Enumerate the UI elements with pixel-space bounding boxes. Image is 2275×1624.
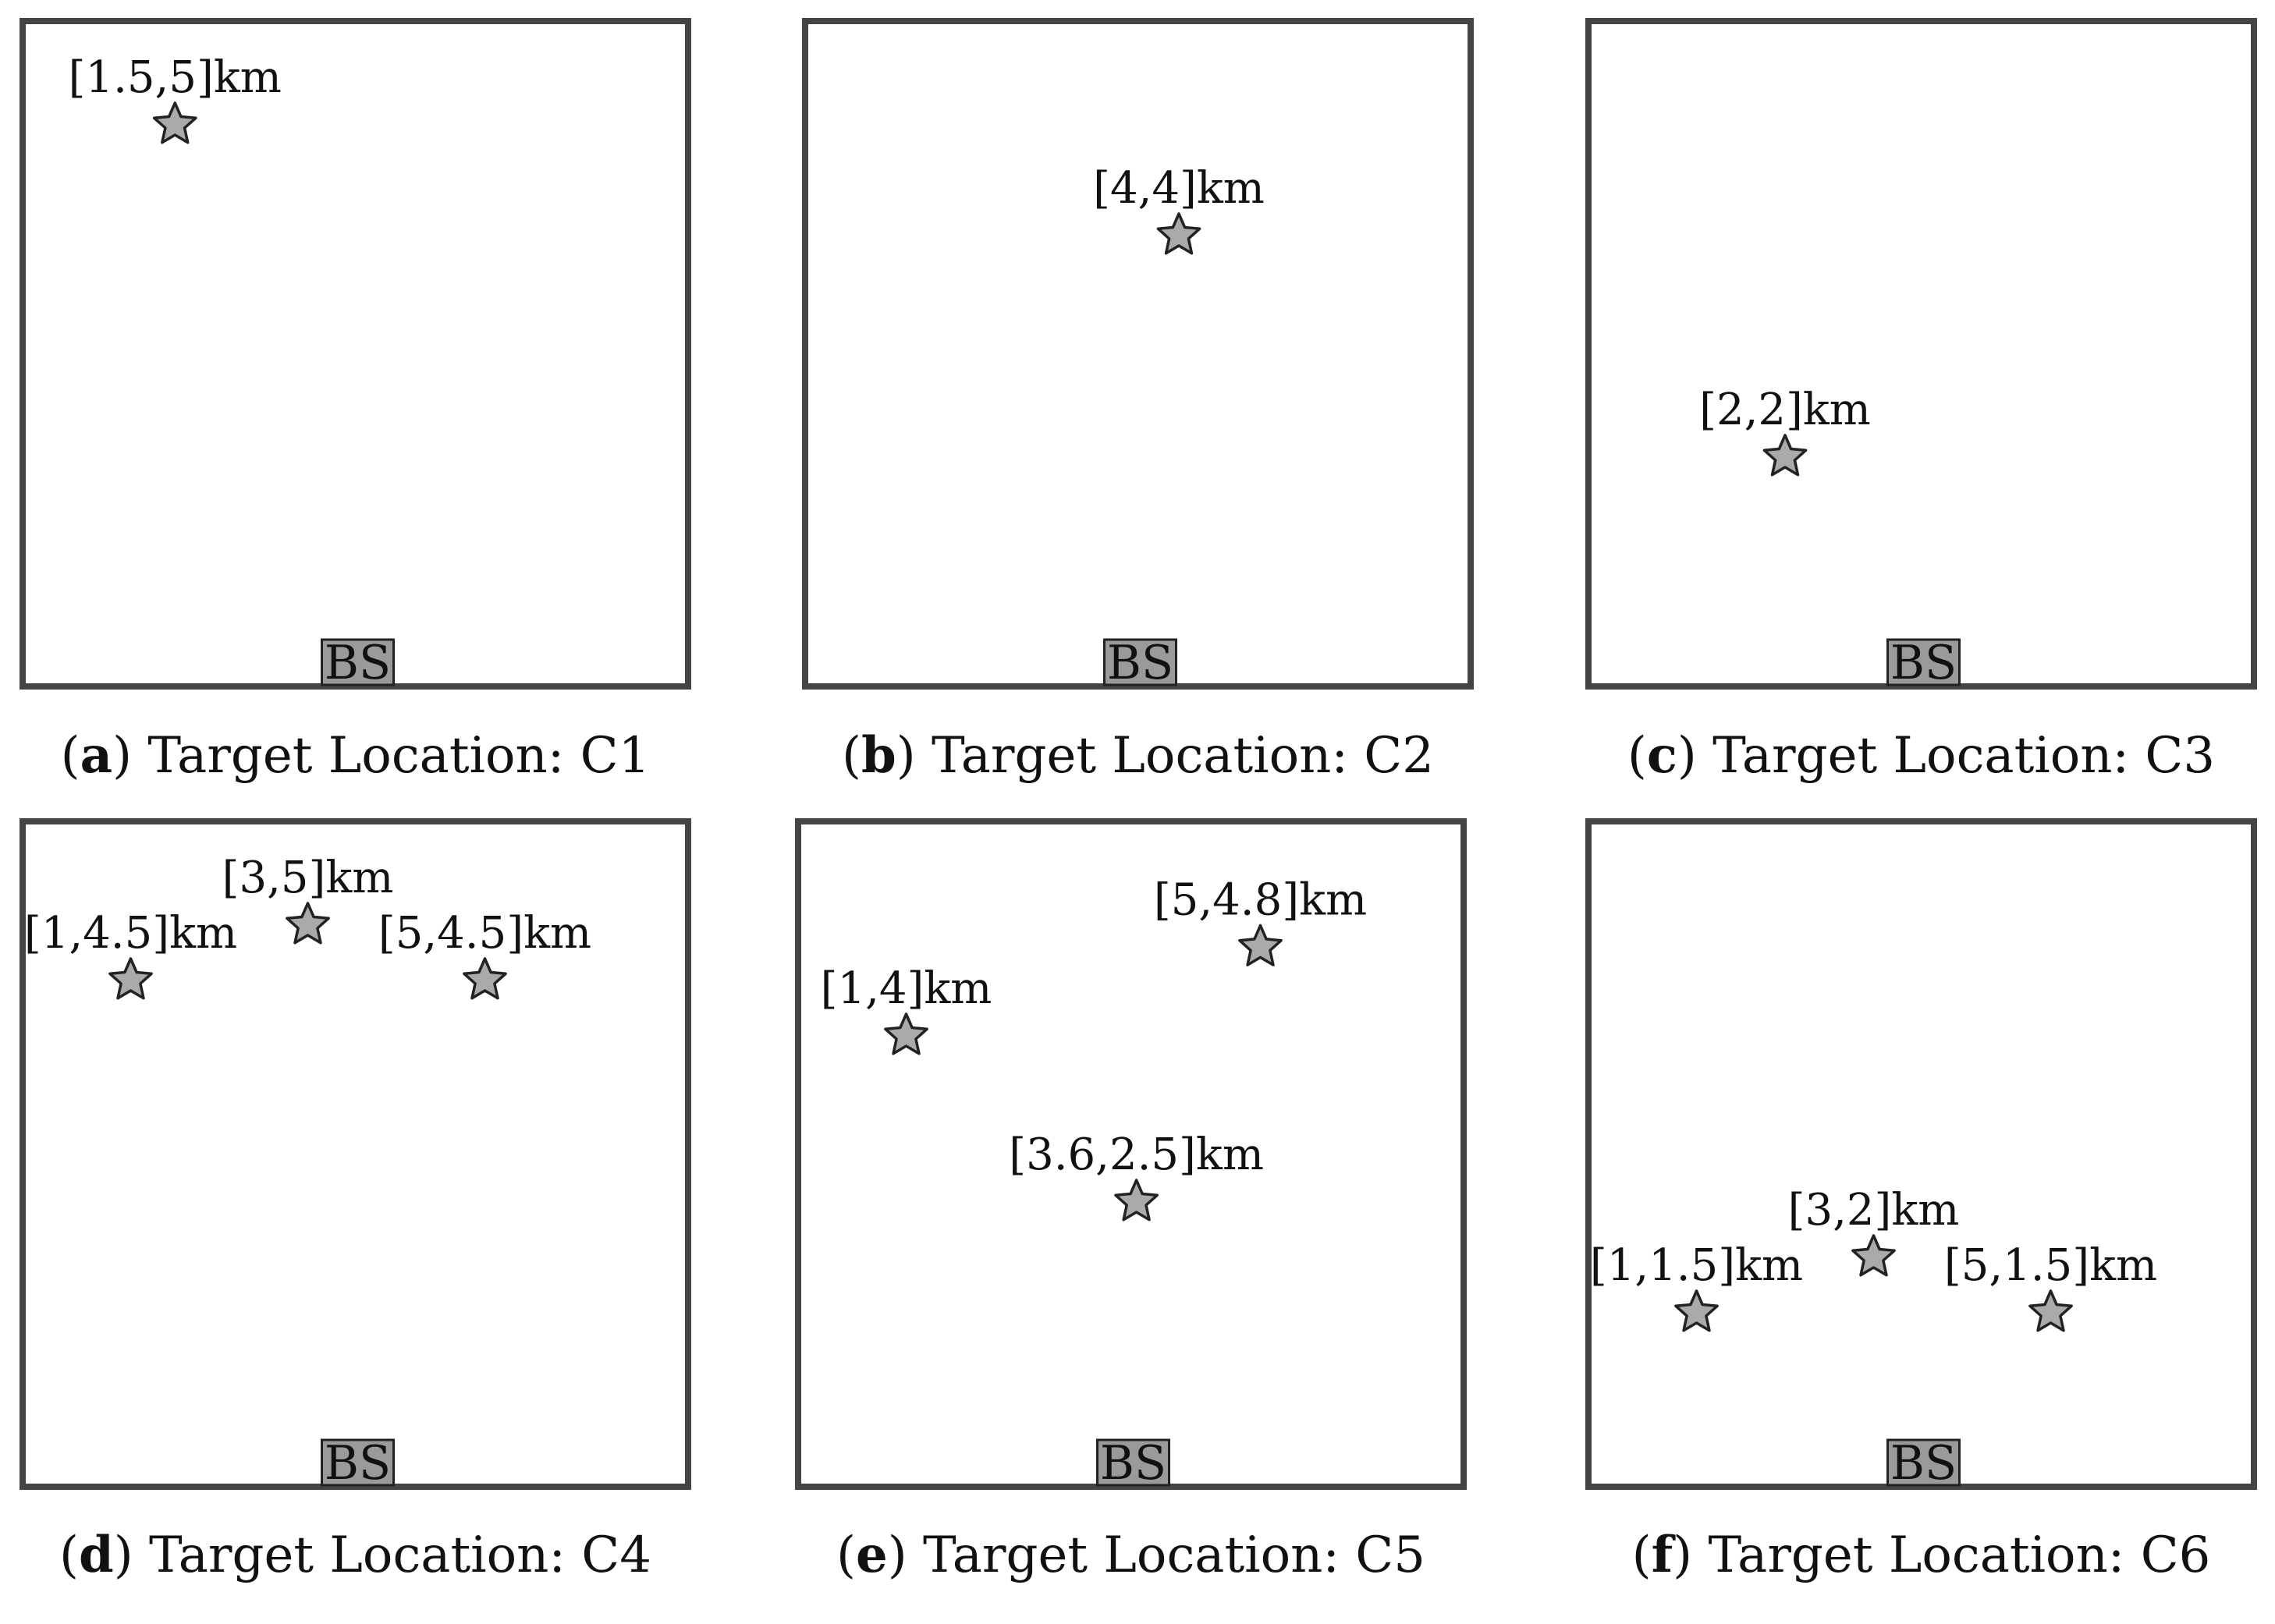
base-station-label: BS: [325, 636, 391, 690]
target-point: [5,4.8]km: [1154, 874, 1367, 966]
caption-text: Target Location: C5: [923, 1526, 1425, 1584]
panel-frame: [1585, 818, 2257, 1490]
panel-frame: [1585, 18, 2257, 690]
star-icon: [2028, 1289, 2073, 1332]
target-point: [1.5,5]km: [69, 52, 282, 144]
target-point: [2,2]km: [1699, 385, 1871, 477]
target-label: [1,4.5]km: [24, 908, 237, 959]
panel-c: BS [2,2]km (c) Target Location: C3: [1585, 18, 2257, 785]
target-point: [1,4.5]km: [24, 908, 237, 1000]
target-label: [5,1.5]km: [1944, 1240, 2157, 1291]
target-label: [1,1.5]km: [1590, 1240, 1803, 1291]
panel-letter: b: [861, 726, 896, 785]
panel-b: BS [4,4]km (b) Target Location: C2: [802, 18, 1474, 785]
base-station: BS: [321, 636, 395, 690]
star-icon: [463, 957, 507, 1000]
base-station-box: [321, 638, 395, 686]
base-station: BS: [321, 1436, 395, 1491]
panel-caption: (c) Target Location: C3: [1627, 726, 2215, 785]
panel-caption: (b) Target Location: C2: [842, 726, 1434, 785]
panel-a: BS [1.5,5]km (a) Target Location: C1: [20, 18, 691, 785]
target-label: [3.6,2.5]km: [1009, 1129, 1264, 1180]
caption-text: Target Location: C3: [1712, 727, 2215, 785]
star-icon: [108, 957, 153, 1000]
base-station: BS: [1103, 636, 1177, 690]
star-icon: [1238, 924, 1283, 966]
star-icon: [152, 101, 197, 144]
panel-caption: (e) Target Location: C5: [836, 1526, 1425, 1584]
target-point: [4,4]km: [1093, 163, 1265, 255]
star-icon: [1674, 1289, 1719, 1332]
panel-d: BS [1,4.5]km[3,5]km[5,4.5]km (d) Target Lo…: [20, 818, 691, 1584]
caption-text: Target Location: C4: [149, 1526, 651, 1584]
base-station-box: [1886, 638, 1961, 686]
target-label: [3,2]km: [1788, 1185, 1960, 1236]
base-station-box: [1103, 638, 1177, 686]
panel-letter: d: [79, 1526, 114, 1584]
panel-frame: [20, 818, 691, 1490]
panel-f: BS [3,2]km[1,1.5]km [5,1.5]km (f) Target Lo…: [1585, 818, 2257, 1584]
base-station-label: BS: [1890, 1436, 1957, 1491]
target-point: [5,1.5]km: [1944, 1240, 2157, 1332]
target-point: [3,5]km: [222, 853, 394, 945]
panel-letter: e: [856, 1526, 888, 1584]
panel-caption: (a) Target Location: C1: [61, 726, 651, 785]
target-label: [5,4.8]km: [1154, 874, 1367, 925]
panel-frame: [802, 18, 1474, 690]
base-station-label: BS: [1890, 636, 1957, 690]
panel-letter: c: [1647, 726, 1677, 785]
target-label: [5,4.5]km: [378, 908, 591, 959]
star-icon: [286, 902, 330, 945]
panel-letter: f: [1652, 1526, 1676, 1584]
target-point: [3,2]km: [1788, 1185, 1960, 1277]
base-station-box: [1096, 1438, 1170, 1487]
target-point: [1,1.5]km: [1590, 1240, 1803, 1332]
panel-e: BS [5,4.8]km [1,4]km [3.6,2.5]km (e) Target …: [795, 818, 1467, 1584]
target-point: [5,4.5]km: [378, 908, 591, 1000]
target-label: [1.5,5]km: [69, 52, 282, 103]
panel-letter: a: [80, 726, 112, 785]
star-icon: [1851, 1234, 1896, 1277]
star-icon: [1114, 1179, 1159, 1222]
caption-text: Target Location: C1: [147, 727, 650, 785]
base-station-box: [1886, 1438, 1961, 1487]
target-label: [3,5]km: [222, 853, 394, 903]
base-station: BS: [1096, 1436, 1170, 1491]
base-station: BS: [1886, 636, 1961, 690]
caption-text: Target Location: C2: [932, 727, 1434, 785]
target-point: [1,4]km: [821, 963, 992, 1055]
base-station-label: BS: [1107, 636, 1173, 690]
target-label: [2,2]km: [1699, 385, 1871, 435]
base-station-label: BS: [325, 1436, 391, 1491]
star-icon: [884, 1012, 928, 1055]
base-station: BS: [1886, 1436, 1961, 1491]
target-label: [4,4]km: [1093, 163, 1265, 214]
panel-frame: [20, 18, 691, 690]
star-icon: [1156, 212, 1201, 255]
target-label: [1,4]km: [821, 963, 992, 1014]
star-icon: [1762, 434, 1808, 477]
panel-caption: (f) Target Location: C6: [1632, 1526, 2211, 1584]
panel-caption: (d) Target Location: C4: [59, 1526, 651, 1584]
panel-frame: [795, 818, 1467, 1490]
target-point: [3.6,2.5]km: [1009, 1129, 1264, 1222]
base-station-box: [321, 1438, 395, 1487]
base-station-label: BS: [1100, 1436, 1166, 1491]
caption-text: Target Location: C6: [1708, 1526, 2210, 1584]
